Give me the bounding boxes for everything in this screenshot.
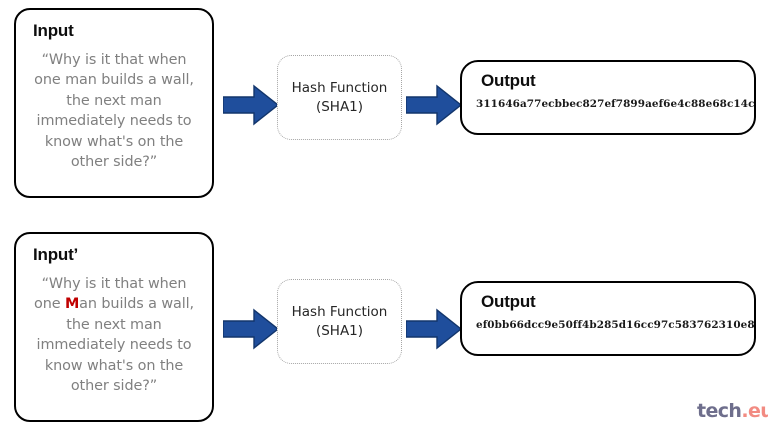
- techeu-logo: tech.eu: [697, 402, 768, 421]
- quote-highlight: M: [64, 296, 80, 313]
- hash-function-label-line1: Hash Function: [291, 79, 388, 96]
- input-title: Input: [33, 21, 74, 40]
- input-box-modified: Input’ “Why is it that when one Man buil…: [14, 232, 214, 422]
- block-arrow-icon: [406, 308, 462, 350]
- output-title: Output: [481, 292, 536, 311]
- arrow-hash-to-output-2: [406, 308, 462, 350]
- arrow-input-to-hash-1: [223, 84, 279, 126]
- hash-function-label-line2: (SHA1): [315, 322, 364, 339]
- block-arrow-icon: [406, 84, 462, 126]
- hash-function-label-line1: Hash Function: [291, 303, 388, 320]
- quote-after: an builds a wall, the next man immediate…: [36, 296, 195, 395]
- quote-before: “Why is it that when one: [33, 275, 187, 313]
- input-prime-title: Input’: [33, 245, 79, 264]
- output-box-modified: Output ef0bb66dcc9e50ff4b285d16cc97c5837…: [460, 281, 756, 356]
- input-box-original: Input “Why is it that when one man build…: [14, 8, 214, 198]
- output-hash-value: ef0bb66dcc9e50ff4b285d16cc97c583762310e8: [476, 318, 755, 331]
- output-box-original: Output 311646a77ecbbec827ef7899aef6e4c88…: [460, 60, 756, 135]
- arrow-input-to-hash-2: [223, 308, 279, 350]
- input-quote-text: “Why is it that when one man builds a wa…: [28, 50, 200, 173]
- logo-text-tech: tech: [697, 400, 742, 422]
- logo-dot: .: [741, 400, 748, 422]
- input-prime-quote-text: “Why is it that when one Man builds a wa…: [28, 274, 200, 397]
- hash-function-label-line2: (SHA1): [315, 98, 364, 115]
- output-title: Output: [481, 71, 536, 90]
- block-arrow-icon: [223, 308, 279, 350]
- hash-function-box-2: Hash Function (SHA1): [277, 279, 402, 364]
- logo-text-eu: eu: [747, 400, 768, 422]
- arrow-hash-to-output-1: [406, 84, 462, 126]
- quote-before: “Why is it that when one: [34, 51, 187, 89]
- hash-function-box-1: Hash Function (SHA1): [277, 55, 402, 140]
- quote-after: man builds a wall, the next man immediat…: [36, 72, 194, 171]
- block-arrow-icon: [223, 84, 279, 126]
- output-hash-value: 311646a77ecbbec827ef7899aef6e4c88e68c14c: [476, 97, 755, 110]
